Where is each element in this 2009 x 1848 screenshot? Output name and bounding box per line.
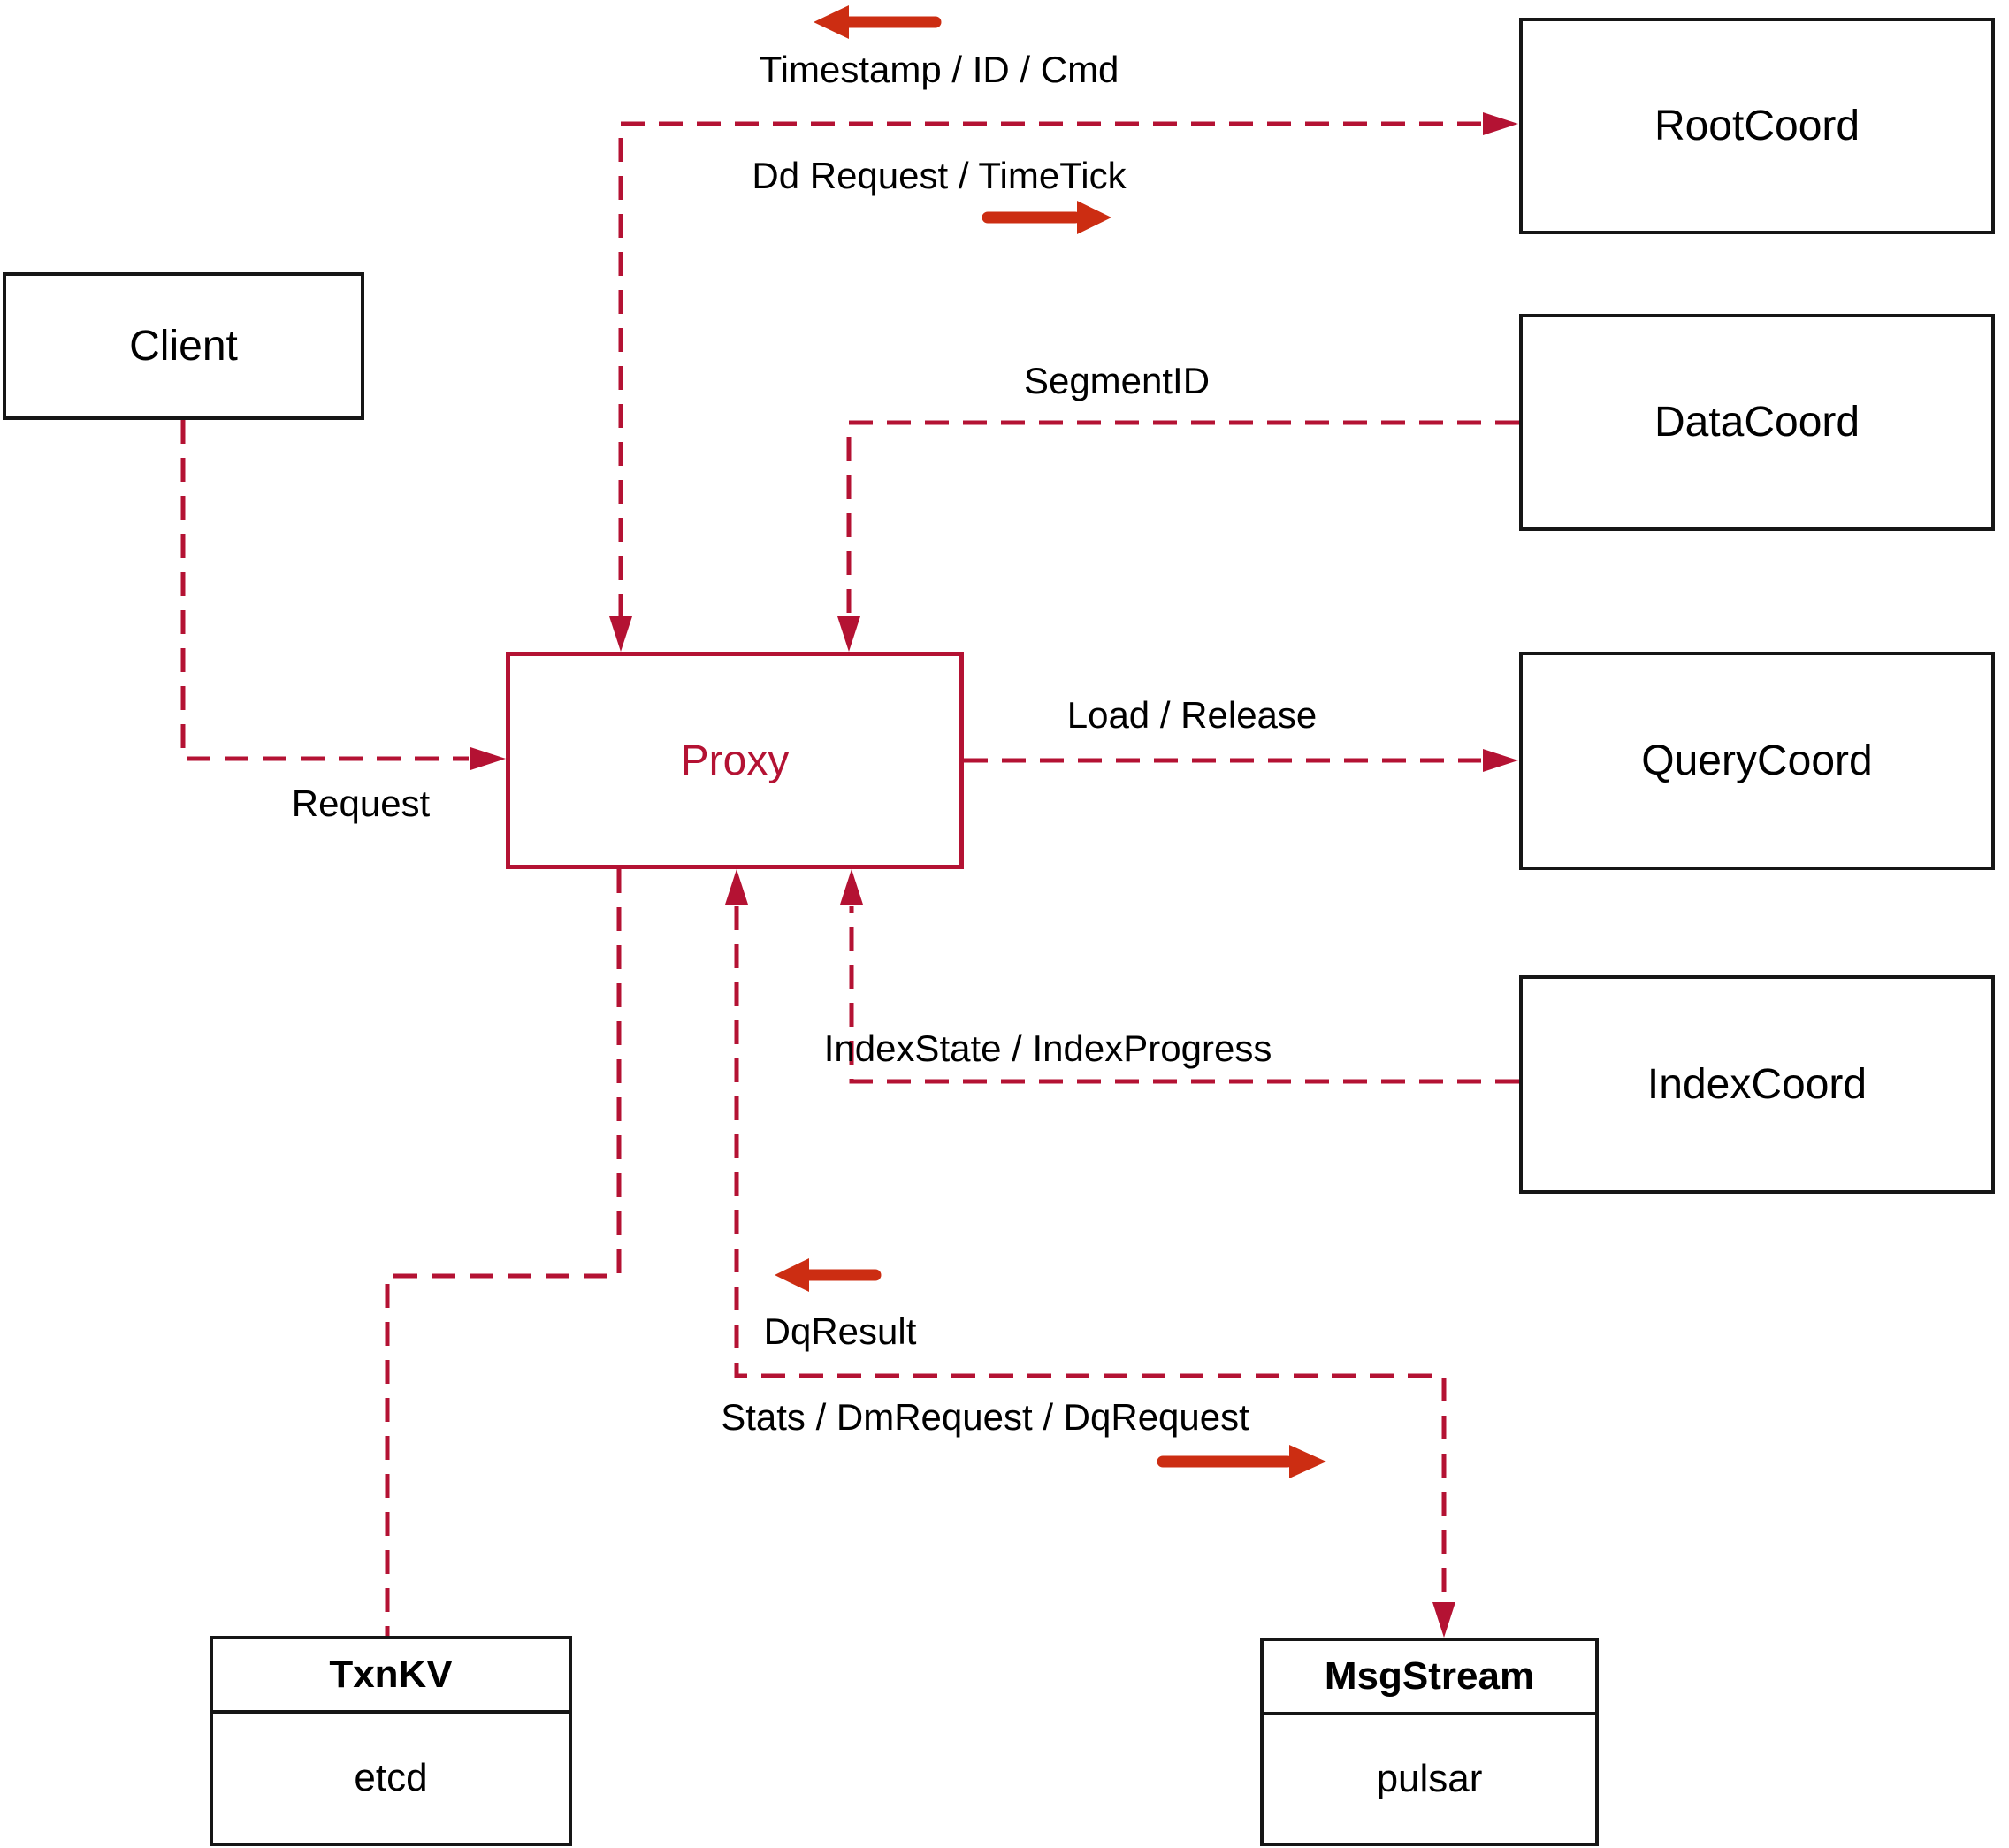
arrowhead-into-msgstream-icon: [1432, 1602, 1455, 1638]
node-msgstream: MsgStream pulsar: [1260, 1638, 1599, 1846]
node-rootcoord: RootCoord: [1519, 18, 1995, 234]
right-arrow-stats-icon: [1289, 1445, 1326, 1478]
node-datacoord-label: DataCoord: [1654, 399, 1860, 446]
edge-proxy-msgstream: [734, 906, 1447, 1600]
edge-label-dd-request-timetick: Dd Request / TimeTick: [752, 155, 1127, 196]
node-txnkv: TxnKV etcd: [210, 1636, 572, 1846]
edge-label-stats-dmrequest-dqrequest: Stats / DmRequest / DqRequest: [721, 1396, 1249, 1438]
edge-label-load-release: Load / Release: [1066, 694, 1318, 736]
edge-label-segmentid: SegmentID: [1023, 360, 1211, 401]
node-indexcoord: IndexCoord: [1519, 975, 1995, 1194]
left-arrow-icon: [814, 5, 849, 39]
node-msgstream-title: MsgStream: [1264, 1641, 1595, 1715]
edge-label-dqresult: DqResult: [763, 1310, 917, 1352]
edge-datacoord-proxy: [846, 420, 1519, 618]
arrowhead-request-into-proxy-icon: [470, 747, 506, 770]
node-client: Client: [3, 272, 364, 420]
node-msgstream-subtitle: pulsar: [1376, 1757, 1483, 1800]
left-arrow-dqresult-icon: [775, 1258, 809, 1292]
edge-indexcoord-proxy: [849, 906, 1519, 1084]
right-arrow-icon: [1077, 201, 1111, 234]
node-datacoord: DataCoord: [1519, 314, 1995, 531]
node-indexcoord-label: IndexCoord: [1646, 1061, 1868, 1108]
edge-label-request: Request: [291, 783, 431, 824]
edge-label-indexstate-indexprogress: IndexState / IndexProgress: [823, 1027, 1272, 1069]
edge-proxy-txnkv: [385, 869, 622, 1636]
node-proxy: Proxy: [506, 652, 964, 869]
arrowhead-segmentid-into-proxy-icon: [837, 616, 860, 652]
arrowhead-into-proxy-top-left-icon: [609, 616, 632, 652]
node-txnkv-title: TxnKV: [213, 1639, 569, 1714]
arrowhead-dqresult-into-proxy-icon: [725, 869, 748, 905]
arrowhead-into-rootcoord-icon: [1483, 112, 1518, 135]
edge-proxy-rootcoord: [618, 121, 1481, 618]
node-proxy-label: Proxy: [680, 737, 790, 784]
edge-label-timestamp-id-cmd: Timestamp / ID / Cmd: [759, 49, 1119, 90]
edge-client-proxy: [180, 420, 469, 761]
node-querycoord: QueryCoord: [1519, 652, 1995, 870]
node-client-label: Client: [129, 323, 238, 370]
node-rootcoord-label: RootCoord: [1654, 103, 1860, 149]
node-txnkv-subtitle: etcd: [354, 1756, 428, 1799]
arrowhead-into-querycoord-icon: [1483, 749, 1518, 772]
arrowhead-indexstate-into-proxy-icon: [840, 869, 863, 905]
node-querycoord-label: QueryCoord: [1641, 737, 1873, 784]
